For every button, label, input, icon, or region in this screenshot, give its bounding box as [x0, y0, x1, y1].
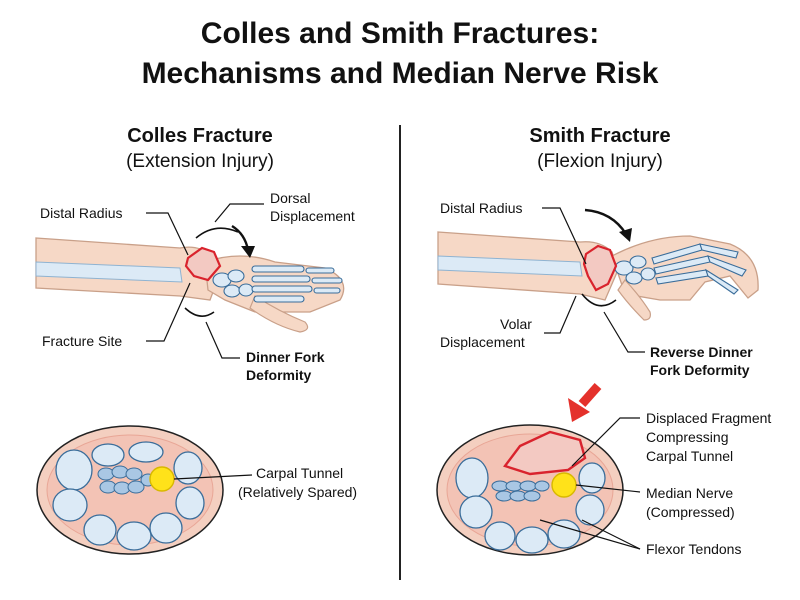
smith-arm-illustration: [437, 207, 759, 353]
colles-subheading: (Extension Injury): [126, 151, 274, 172]
label-colles-dorsal-2: Displacement: [270, 208, 355, 224]
label-smith-tendons: Flexor Tendons: [646, 541, 742, 557]
label-colles-deformity-2: Deformity: [246, 367, 312, 383]
compression-arrow-icon: [568, 383, 602, 422]
label-smith-deformity-2: Fork Deformity: [650, 362, 750, 378]
leader-smith-tendons-a: [539, 519, 641, 550]
smith-flexor-tendons: [491, 480, 550, 502]
page-title-line1: Colles and Smith Fractures:: [200, 17, 600, 50]
label-colles-fracture-site: Fracture Site: [42, 333, 123, 349]
smith-median-nerve: [551, 472, 577, 498]
label-smith-deformity-1: Reverse Dinner: [650, 344, 753, 360]
label-smith-nerve-1: Median Nerve: [646, 485, 734, 501]
colles-heading: Colles Fracture: [127, 125, 273, 147]
smith-heading: Smith Fracture: [529, 125, 671, 147]
label-smith-fragment-2: Compressing: [646, 429, 729, 445]
page-title-line2: Mechanisms and Median Nerve Risk: [141, 57, 659, 90]
colles-arm-illustration: [35, 203, 345, 359]
label-colles-tunnel-2: (Relatively Spared): [238, 484, 358, 500]
label-colles-deformity-1: Dinner Fork: [246, 349, 325, 365]
colles-finger-bones: [251, 265, 343, 303]
label-smith-fragment-3: Carpal Tunnel: [646, 448, 734, 464]
leader-colles-dorsal: [214, 203, 264, 223]
leader-smith-deformity: [603, 311, 645, 353]
leader-colles-fracture-site: [146, 282, 191, 342]
label-smith-distal-radius: Distal Radius: [440, 200, 523, 216]
label-smith-fragment-1: Displaced Fragment: [646, 410, 772, 426]
label-smith-nerve-2: (Compressed): [646, 504, 735, 520]
colles-median-nerve: [149, 466, 175, 492]
smith-thumb: [617, 279, 651, 321]
label-colles-distal-radius: Distal Radius: [40, 205, 123, 221]
smith-radius-bone: [437, 255, 583, 277]
leader-colles-distal-radius: [146, 212, 189, 256]
smith-carpal-bones: [614, 255, 656, 285]
label-colles-tunnel-1: Carpal Tunnel: [256, 465, 344, 481]
colles-carpal-ring: [52, 441, 205, 551]
leader-smith-distal-radius: [542, 207, 587, 265]
colles-thumb: [249, 295, 309, 333]
smith-fracture-fragment: [582, 244, 618, 292]
leader-colles-tunnel: [173, 474, 253, 480]
smith-cross-section: [436, 383, 641, 556]
colles-carpal-bones: [212, 269, 254, 298]
leader-colles-deformity: [205, 321, 240, 359]
leader-smith-fragment: [571, 417, 640, 467]
colles-flexor-tendons: [97, 465, 156, 495]
leader-smith-nerve: [575, 484, 641, 493]
smith-finger-bones: [651, 243, 747, 295]
smith-displaced-fragment: [503, 430, 587, 476]
leader-smith-volar: [544, 295, 577, 334]
smith-carpal-ring: [455, 457, 606, 554]
colles-radius-bone: [35, 261, 183, 283]
label-colles-dorsal-1: Dorsal: [270, 190, 311, 206]
colles-cross-section: [36, 425, 253, 555]
label-smith-volar-1: Volar: [500, 316, 532, 332]
label-smith-volar-2: Displacement: [440, 334, 525, 350]
leader-smith-tendons-b: [581, 519, 641, 550]
colles-fracture-fragment: [184, 246, 222, 282]
smith-flexion-arrow: [584, 208, 628, 235]
smith-subheading: (Flexion Injury): [537, 151, 663, 172]
